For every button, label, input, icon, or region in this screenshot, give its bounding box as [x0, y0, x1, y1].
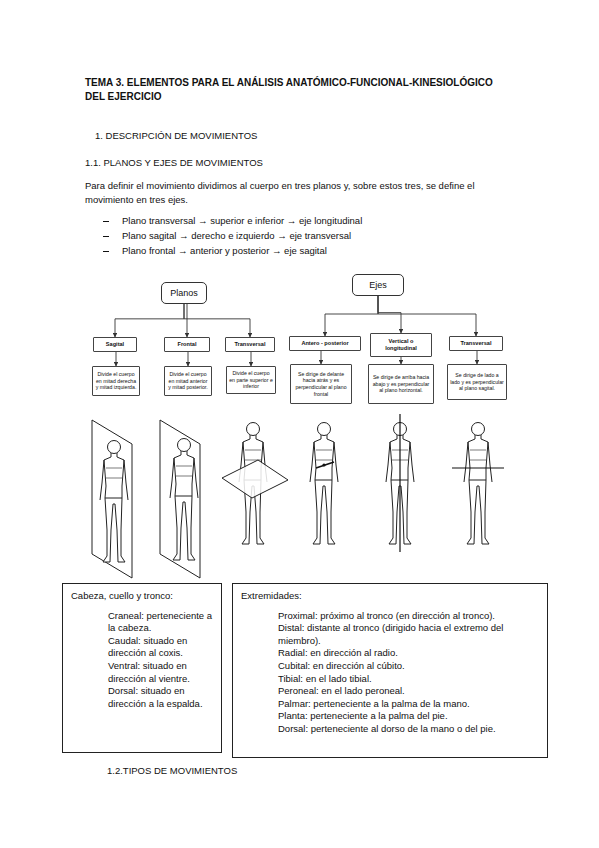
tree-connector: [378, 296, 401, 333]
category-box: Vertical o longitudinal: [370, 333, 432, 357]
list-row: Dorsal: perteneciente al dorso de la man…: [241, 723, 539, 736]
description-box: Divide el cuerpo en mitad derecha y mita…: [92, 366, 140, 396]
tree-connector: [251, 352, 252, 366]
list-item: Ventral: situado en dirección al vientre…: [108, 660, 213, 685]
description-box: Se dirige de arriba hacia abajo y es per…: [368, 364, 434, 404]
body-paragraph: Para definir el movimiento dividimos al …: [85, 179, 525, 207]
box-text: Planos: [170, 288, 198, 298]
list-row: Planta: perteneciente a la palma del pie…: [241, 710, 539, 723]
box-text: Se dirige de delante hacia atrás y es pe…: [293, 371, 349, 397]
box-text: Se dirige de arriba hacia abajo y es per…: [371, 374, 431, 394]
box-heading: Extremidades:: [241, 590, 539, 603]
category-box: Transversal: [449, 336, 503, 351]
list-row: Palmar: perteneciente a la palma de la m…: [241, 698, 539, 711]
box-text: Se dirige de lado a lado y es perpendicu…: [450, 372, 504, 392]
list-item: Craneal: perteneciente a la cabeza.: [108, 610, 213, 635]
tree-connector: [115, 304, 184, 337]
section-heading: 1.1. PLANOS Y EJES DE MOVIMIENTOS: [85, 156, 485, 170]
box-text: Divide el cuerpo en mitad derecha y mita…: [95, 371, 137, 391]
list-item: Proximal: próximo al tronco (en direcció…: [278, 610, 539, 623]
root-box: Ejes: [352, 274, 404, 296]
list-box: Extremidades: Proximal: próximo al tronco…: [232, 583, 548, 758]
category-box: Transversal: [225, 337, 275, 352]
list-row: Ventral: situado en dirección al vientre…: [71, 660, 213, 685]
list-item: Plano transversal → superior e inferior …: [122, 214, 522, 228]
list-item: Plano sagital → derecho e izquierdo → ej…: [122, 229, 522, 243]
list-item: Dorsal: perteneciente al dorso de la man…: [278, 723, 539, 736]
box-text: Transversal: [234, 341, 265, 348]
list-row: Tibial: en el lado tibial.: [241, 673, 539, 686]
section-heading: 1.2.TIPOS DE MOVIMIENTOS: [107, 764, 507, 778]
bullet-dash: [103, 251, 109, 252]
tree-connector: [378, 296, 476, 336]
category-box: Antero - posterior: [289, 336, 361, 351]
box-text: Divide el cuerpo en mitad anterior y mit…: [167, 371, 209, 391]
list-row: Proximal: próximo al tronco (en direcció…: [241, 610, 539, 623]
box-text: Vertical o longitudinal: [373, 338, 429, 352]
tree-connector: [187, 304, 188, 337]
list-item: Peroneal: en el lado peroneal.: [278, 685, 539, 698]
category-box: Sagital: [93, 337, 137, 352]
list-item: Palmar: perteneciente a la palma de la m…: [278, 698, 539, 711]
list-row: Craneal: perteneciente a la cabeza.: [71, 610, 213, 635]
box-text: Frontal: [178, 341, 197, 348]
root-box: Planos: [161, 282, 207, 304]
description-box: Se dirige de lado a lado y es perpendicu…: [447, 364, 507, 400]
bullet-dash: [103, 236, 109, 237]
list-item: Distal: distante al tronco (dirigido hac…: [278, 622, 539, 647]
box-text: Sagital: [106, 341, 124, 348]
category-box: Frontal: [164, 337, 210, 352]
list-row: Cubital: en dirección al cúbito.: [241, 660, 539, 673]
description-box: Divide el cuerpo en mitad anterior y mit…: [164, 366, 212, 396]
tree-connector: [184, 304, 250, 337]
list-box: Cabeza, cuello y tronco: Craneal: pertene…: [62, 583, 222, 753]
box-text: Divide el cuerpo en parte superior e inf…: [229, 370, 273, 390]
box-heading: Cabeza, cuello y tronco:: [71, 590, 213, 603]
list-row: Distal: distante al tronco (dirigido hac…: [241, 622, 539, 647]
box-text: Transversal: [460, 340, 491, 347]
list-row: Caudal: situado en dirección al coxis.: [71, 635, 213, 660]
section-heading: 1. DESCRIPCIÓN DE MOVIMIENTOS: [95, 129, 495, 143]
tree-connector: [321, 351, 322, 364]
tree-connector: [477, 351, 478, 364]
list-row: Dorsal: situado en dirección a la espald…: [71, 685, 213, 710]
page-title: TEMA 3. ELEMENTOS PARA EL ANÁLISIS ANATÓ…: [85, 76, 515, 104]
list-item: Radial: en dirección al radio.: [278, 647, 539, 660]
list-item: Tibial: en el lado tibial.: [278, 673, 539, 686]
description-box: Divide el cuerpo en parte superior e inf…: [226, 366, 276, 394]
description-box: Se dirige de delante hacia atrás y es pe…: [290, 364, 352, 404]
list-item: Planta: perteneciente a la palma del pie…: [278, 710, 539, 723]
box-text: Ejes: [369, 280, 387, 290]
tree-connector: [116, 352, 117, 366]
list-row: Radial: en dirección al radio.: [241, 647, 539, 660]
list-item: Plano frontal → anterior y posterior → e…: [122, 244, 522, 258]
box-text: Antero - posterior: [301, 340, 348, 347]
tree-connector: [188, 352, 189, 366]
list-item: Cubital: en dirección al cúbito.: [278, 660, 539, 673]
list-item: Dorsal: situado en dirección a la espald…: [108, 685, 213, 710]
bullet-dash: [103, 221, 109, 222]
tree-connector: [325, 296, 378, 336]
list-row: Peroneal: en el lado peroneal.: [241, 685, 539, 698]
tree-connector: [401, 357, 402, 364]
list-item: Caudal: situado en dirección al coxis.: [108, 635, 213, 660]
